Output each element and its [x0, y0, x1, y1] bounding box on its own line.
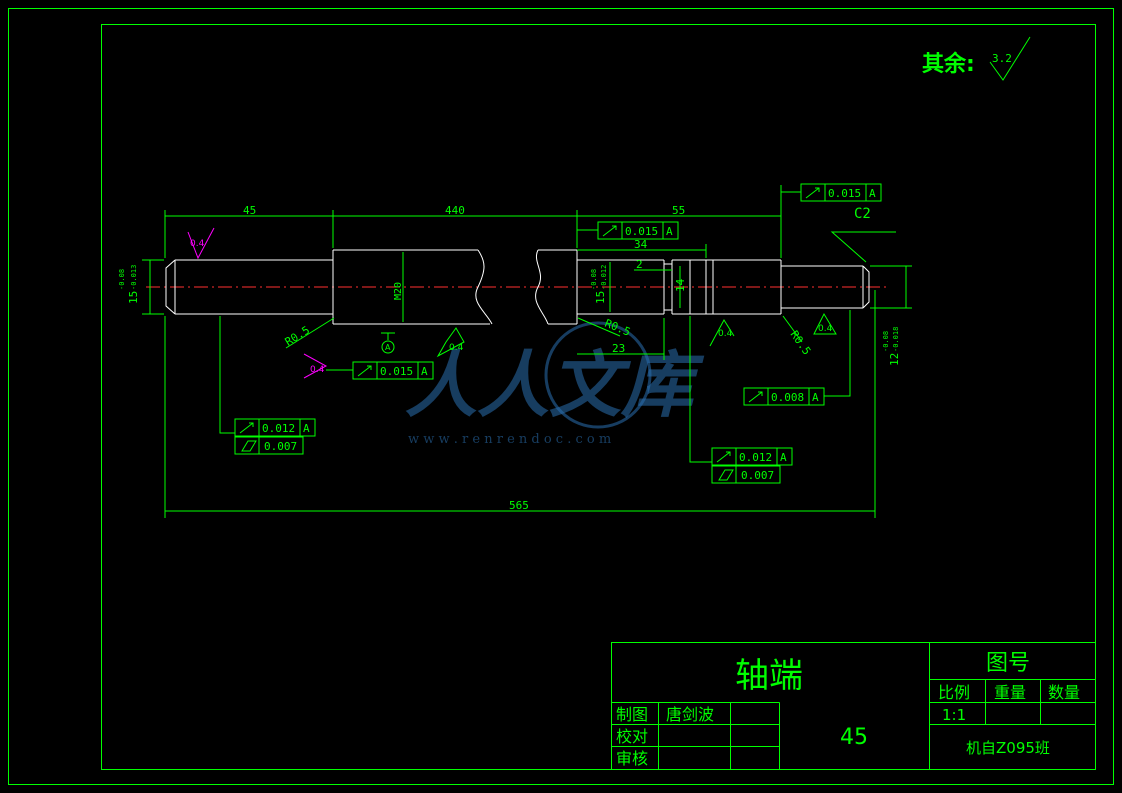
title-block: [611, 642, 1096, 770]
watermark-text: 人人文库: [405, 342, 705, 427]
watermark-url: w w w . r e n r e n d o c . c o m: [408, 432, 611, 447]
title-drawing-no-label: 图号: [986, 651, 1030, 676]
shaft-outline: [165, 249, 870, 325]
roughness-symbol-icon: [989, 36, 1031, 81]
dim-34: 34: [634, 238, 648, 251]
fcf-right: 0.008 A: [743, 310, 851, 406]
runout-icon: [357, 365, 372, 377]
svg-text:0.007: 0.007: [264, 440, 297, 453]
svg-text:A: A: [869, 187, 876, 200]
dim-565: 565: [509, 499, 529, 512]
fcf-top-right: 0.015 A: [781, 183, 882, 202]
svg-text:A: A: [780, 451, 787, 464]
cylindricity-icon: [241, 440, 257, 452]
svg-text:0.015: 0.015: [380, 365, 413, 378]
dim-45: 45: [243, 204, 256, 217]
runout-icon: [239, 422, 254, 434]
dim-23: 23: [612, 342, 625, 355]
roughness-r3: 0.4: [449, 343, 464, 353]
surface-note-value: 3.2: [992, 52, 1012, 65]
dim-dia15-mid: 15: [594, 291, 607, 304]
title-drawn-label: 制图: [616, 705, 648, 724]
svg-text:0.012: 0.012: [262, 422, 295, 435]
fcf-mid-low: 0.015 A: [326, 361, 434, 380]
title-class-name: 机自Z095班: [966, 739, 1050, 757]
dim-dia15-left-tol-lo: -0.013: [130, 265, 138, 290]
runout-icon: [602, 225, 617, 237]
dim-2: 2: [636, 258, 643, 271]
fcf-mid-top: 0.015 A: [577, 221, 679, 240]
dim-dia12-tol-up: -0.08: [882, 331, 890, 352]
inner-frame: [101, 24, 1096, 770]
dim-r-left: R0.5: [283, 323, 312, 348]
roughness-r1: 0.4: [190, 239, 205, 249]
title-approve-label: 审核: [616, 749, 648, 768]
roughness-marks: 0.4 0.4 0.4 0.4 0.4: [187, 227, 837, 379]
svg-text:0.007: 0.007: [741, 469, 774, 482]
fcf-mid-pair: 0.012 A 0.007: [689, 316, 793, 484]
dim-55: 55: [672, 204, 685, 217]
svg-text:0.015: 0.015: [828, 187, 861, 200]
roughness-r5: 0.4: [818, 324, 833, 334]
title-check-label: 校对: [616, 727, 648, 746]
svg-text:0.012: 0.012: [739, 451, 772, 464]
datum-a-label: A: [385, 343, 391, 352]
title-weight-label: 重量: [994, 683, 1026, 702]
dim-14: 14: [674, 278, 687, 292]
svg-text:A: A: [421, 365, 428, 378]
svg-text:0.015: 0.015: [625, 225, 658, 238]
datum-a-symbol: A: [381, 332, 395, 354]
roughness-r2: 0.4: [310, 365, 325, 375]
runout-icon: [748, 391, 763, 403]
dim-chamfer: C2: [854, 206, 871, 222]
dimension-lines: [142, 185, 912, 518]
title-scale-label: 比例: [938, 683, 970, 702]
dim-dia15-mid-tol-up: -0.08: [590, 269, 598, 290]
title-drawn-by: 唐剑波: [666, 705, 714, 724]
title-qty-label: 数量: [1048, 683, 1080, 702]
svg-text:A: A: [303, 422, 310, 435]
dim-r-right: R0.5: [788, 328, 814, 357]
watermark-circle: [544, 321, 652, 429]
svg-text:0.008: 0.008: [771, 391, 804, 404]
svg-text:A: A: [812, 391, 819, 404]
dim-dia15-left-tol-up: -0.08: [118, 269, 126, 290]
dim-dia15-left: 15: [127, 291, 140, 304]
dim-dia12: 12: [888, 353, 901, 366]
dim-440: 440: [445, 204, 465, 217]
runout-icon: [805, 187, 820, 199]
runout-icon: [716, 451, 731, 463]
dim-m20: M20: [393, 282, 404, 300]
title-part-name: 轴端: [735, 656, 803, 696]
cylindricity-icon: [718, 469, 734, 481]
svg-text:A: A: [666, 225, 673, 238]
dim-dia12-tol-lo: -0.018: [892, 327, 900, 352]
roughness-r4: 0.4: [718, 329, 733, 339]
dim-dia15-mid-tol-lo: -0.012: [600, 265, 608, 290]
outer-border: [8, 8, 1114, 785]
title-material: 45: [840, 725, 868, 750]
fcf-left-pair: 0.012 A 0.007: [219, 316, 316, 455]
title-scale-value: 1:1: [942, 706, 966, 724]
surface-note-label: 其余:: [922, 51, 975, 77]
